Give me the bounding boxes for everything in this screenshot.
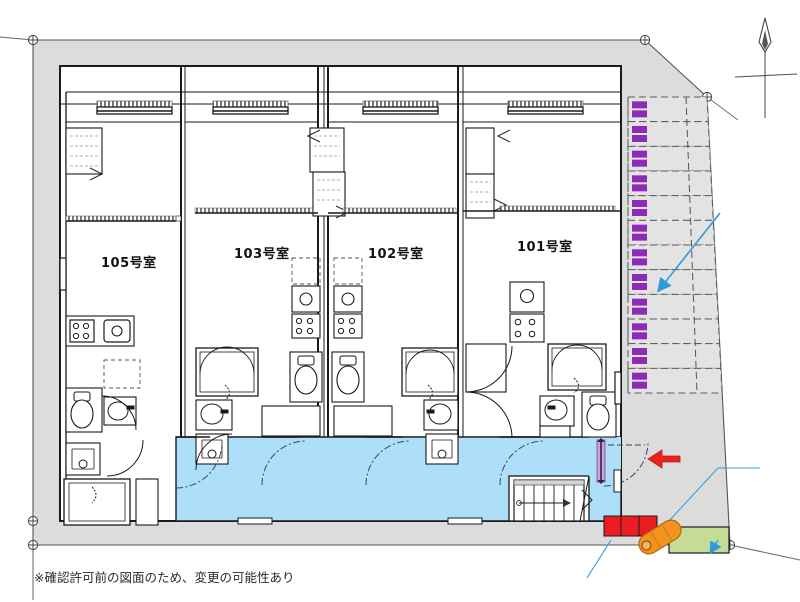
stairs	[513, 475, 593, 522]
parking-bay	[627, 293, 719, 320]
north-arrow	[734, 17, 798, 118]
parking-bays	[627, 96, 723, 394]
unit-label-105: 105号室	[101, 256, 157, 271]
unit-label-102: 102号室	[368, 247, 424, 262]
bicycle-parking	[586, 515, 658, 579]
parking-bay	[627, 145, 712, 172]
unit-label-103: 103号室	[234, 247, 290, 262]
parking-marker	[632, 224, 647, 241]
survey-point-markers	[27, 34, 736, 551]
parking-bay	[627, 318, 721, 345]
unit-101-fixtures	[465, 281, 622, 439]
parking-marker	[632, 323, 647, 340]
parking-marker	[632, 298, 647, 315]
interior-walls	[65, 127, 621, 222]
unit-103-fixtures	[195, 257, 323, 471]
parking-marker	[632, 348, 647, 364]
plan-disclaimer-note: ※確認許可前の図面のため、変更の可能性あり	[34, 570, 295, 585]
corridor-entry-doors	[175, 436, 545, 525]
unit-label-101: 101号室	[517, 240, 573, 255]
parking-marker	[632, 175, 647, 192]
parking-direction-arrow	[657, 212, 721, 293]
unit-102-fixtures	[331, 257, 459, 465]
parking-bay	[627, 343, 722, 369]
parking-bay	[627, 367, 723, 394]
parking-bay	[627, 244, 717, 271]
parking-bay	[627, 219, 716, 246]
unit-105-fixtures	[59, 257, 159, 526]
parking-marker	[632, 274, 647, 290]
parking-bay	[627, 121, 711, 147]
parking-marker	[632, 200, 647, 216]
parking-bay	[627, 96, 709, 123]
parking-bay	[627, 195, 714, 221]
scooter-marker	[638, 519, 682, 555]
parking-marker	[632, 150, 647, 167]
parking-bay	[627, 170, 713, 197]
parking-marker	[632, 249, 647, 266]
parking-marker	[632, 372, 647, 389]
parking-marker	[632, 101, 647, 118]
balcony-windows	[66, 100, 621, 123]
entrance-direction-arrow	[647, 449, 681, 469]
parking-marker	[632, 126, 647, 142]
main-entrance	[596, 438, 649, 493]
